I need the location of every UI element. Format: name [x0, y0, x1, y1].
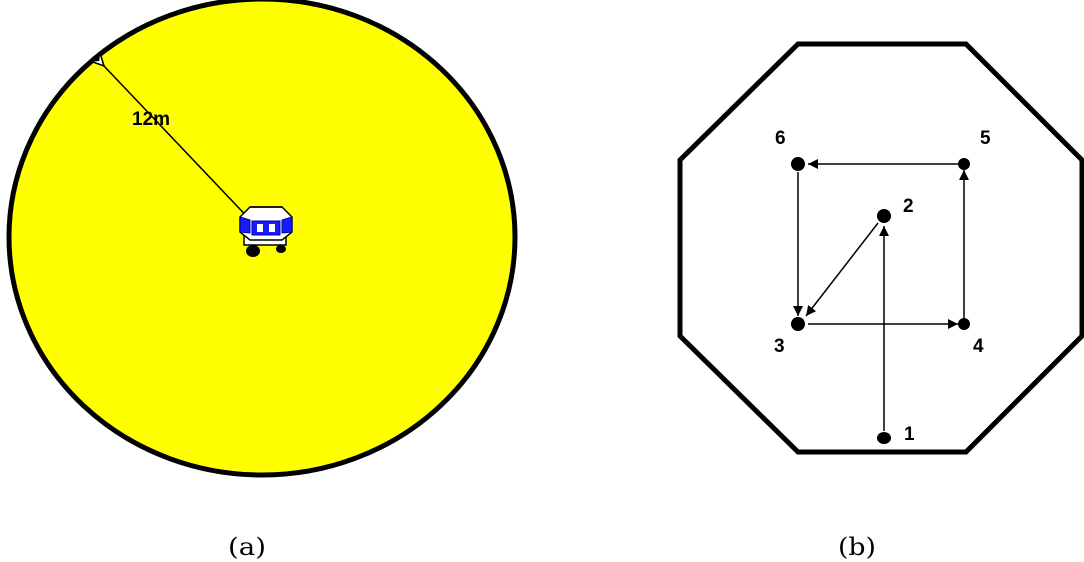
path-arrow-2-3: [805, 222, 879, 317]
waypoint-label-5: 5: [980, 128, 991, 149]
panel-b: 1 2 3 4 5 6: [677, 41, 1084, 455]
waypoint-3: [791, 317, 805, 331]
waypoint-2: [877, 209, 891, 223]
caption-b: (b): [838, 533, 876, 561]
waypoint-label-3: 3: [774, 336, 785, 357]
panel-a: 12m: [6, 0, 518, 478]
range-radius-arrow: [104, 66, 256, 226]
waypoint-4: [958, 318, 970, 330]
waypoint-1: [877, 432, 891, 444]
waypoint-labels: 1 2 3 4 5 6: [774, 128, 991, 445]
range-label: 12m: [132, 109, 170, 130]
caption-a: (a): [228, 533, 266, 561]
waypoint-label-4: 4: [973, 336, 984, 357]
waypoint-label-2: 2: [903, 196, 914, 217]
waypoint-6: [791, 157, 805, 171]
waypoint-5: [958, 158, 970, 170]
arena-octagon: [677, 41, 1084, 455]
waypoints: [791, 157, 970, 444]
waypoint-label-1: 1: [904, 424, 915, 445]
robot-icon: [239, 206, 293, 257]
path-arrows: [793, 159, 969, 431]
waypoint-label-6: 6: [775, 128, 786, 149]
